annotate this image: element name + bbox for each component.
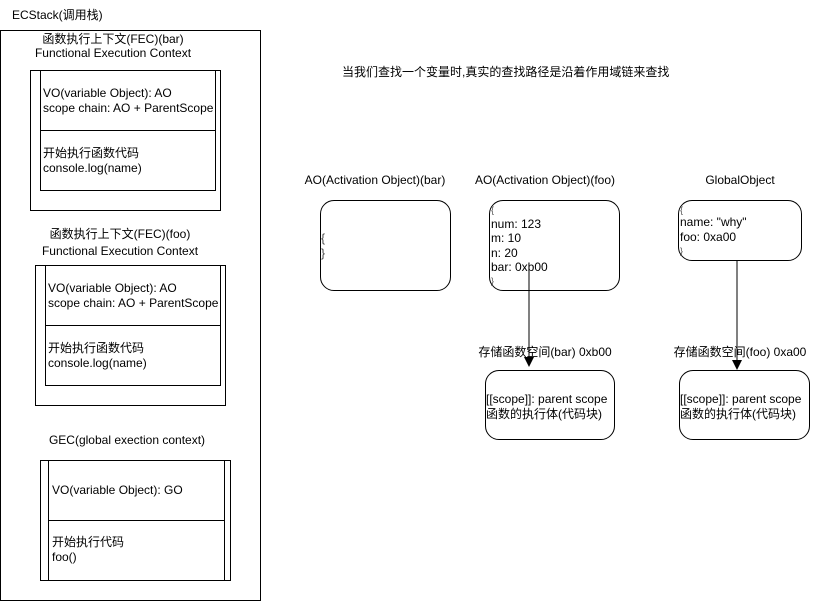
arrowhead bbox=[524, 357, 534, 367]
global-object-content: {name: "why"foo: 0xa00} bbox=[680, 205, 747, 256]
global-object-label: GlobalObject bbox=[705, 173, 775, 187]
ao-foo-label: AO(Activation Object)(foo) bbox=[474, 173, 616, 187]
gec-heading: GEC(global exection context) bbox=[48, 433, 206, 447]
func-space-foo-label: 存储函数空间(foo) 0xa00 bbox=[673, 345, 807, 359]
divider bbox=[48, 520, 225, 521]
fec-foo-subtitle: Functional Execution Context bbox=[41, 244, 199, 258]
fec-bar-title: 函数执行上下文(FEC)(bar) bbox=[42, 32, 184, 46]
func-space-bar-box bbox=[485, 370, 615, 440]
ao-bar-label: AO(Activation Object)(bar) bbox=[304, 173, 446, 187]
ao-bar-box bbox=[320, 200, 451, 291]
func-space-foo-box bbox=[679, 370, 810, 440]
divider bbox=[45, 325, 221, 326]
fec-foo-heading: 函数执行上下文(FEC)(foo) Functional Execution Co… bbox=[20, 226, 220, 260]
gec-vo: VO(variable Object): GO bbox=[52, 483, 183, 497]
ao-foo-box bbox=[489, 200, 620, 291]
fec-bar-subtitle: Functional Execution Context bbox=[34, 46, 192, 60]
func-space-bar-label: 存储函数空间(bar) 0xb00 bbox=[478, 345, 612, 359]
ao-bar-content: {} bbox=[321, 231, 326, 260]
scope-chain-note: 当我们查找一个变量时,真实的查找路径是沿着作用域链来查找 bbox=[342, 65, 670, 79]
ecstack-title: ECStack(调用栈) bbox=[12, 8, 103, 22]
global-object-box bbox=[678, 200, 802, 261]
fec-bar-heading: 函数执行上下文(FEC)(bar)Functional Execution Co… bbox=[13, 32, 213, 60]
fec-foo-title: 函数执行上下文(FEC)(foo) bbox=[49, 227, 191, 241]
arrowhead bbox=[732, 360, 742, 370]
divider bbox=[40, 130, 216, 131]
